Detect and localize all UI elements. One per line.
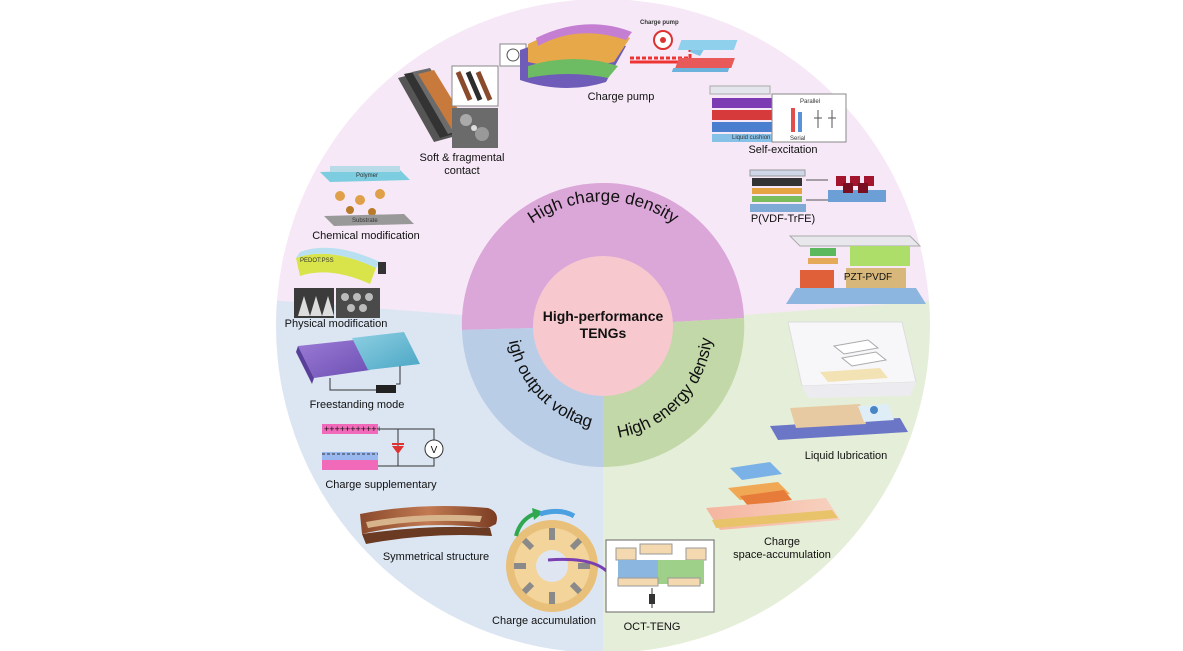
symmetrical-structure-illustration xyxy=(360,506,497,544)
charge-accumulation-illustration xyxy=(506,508,614,612)
middle-ring xyxy=(461,182,745,468)
label-oct-teng: OCT-TENG xyxy=(623,621,681,633)
label-physical-modification: Physical modification xyxy=(284,318,388,330)
svg-text:Polymer: Polymer xyxy=(356,173,378,179)
voltmeter-icon xyxy=(424,439,444,459)
soft-contact-illustration xyxy=(398,65,499,148)
pzt-pvdf-illustration: PZT-PVDF xyxy=(786,235,926,304)
charge-supplementary-illustration: +++++++++++ V xyxy=(322,424,444,470)
charge-pump-illustration: Charge pump xyxy=(499,20,738,89)
label-space-accumulation-2: space-accumulation xyxy=(733,549,831,561)
svg-text:V: V xyxy=(431,445,438,456)
liquid-lubrication-illustration xyxy=(770,321,917,440)
svg-text:+++++++++++: +++++++++++ xyxy=(324,424,382,434)
label-space-accumulation-1: Charge xyxy=(763,536,801,548)
label-liquid-lubrication: Liquid lubrication xyxy=(804,450,888,462)
svg-text:PEDOT:PSS: PEDOT:PSS xyxy=(300,258,334,264)
chemical-modification-illustration: Polymer Substrate xyxy=(320,166,414,226)
charge-space-accumulation-illustration xyxy=(706,462,840,530)
label-pvdf-trfe: P(VDF-TrFE) xyxy=(750,213,816,225)
svg-text:Liquid cushion: Liquid cushion xyxy=(732,135,770,141)
label-charge-accumulation: Charge accumulation xyxy=(492,615,596,627)
center-title-line2: TENGs xyxy=(580,325,627,341)
svg-text:Substrate: Substrate xyxy=(352,218,378,224)
pvdf-trfe-illustration xyxy=(749,169,886,212)
label-self-excitation: Self-excitation xyxy=(748,144,818,156)
label-soft-contact: Soft & fragmental contact xyxy=(419,152,505,177)
svg-text:PZT-PVDF: PZT-PVDF xyxy=(844,272,892,283)
label-charge-supplementary: Charge supplementary xyxy=(325,479,437,491)
label-chemical-modification: Chemical modification xyxy=(312,230,420,242)
center-title-line1: High-performance xyxy=(543,308,664,324)
label-charge-pump: Charge pump xyxy=(587,91,655,103)
core-circle xyxy=(533,256,673,396)
physical-modification-illustration: PEDOT:PSS xyxy=(294,247,386,318)
label-symmetrical-structure: Symmetrical structure xyxy=(382,551,490,563)
freestanding-mode-illustration xyxy=(296,332,420,393)
svg-text:Serial: Serial xyxy=(790,136,805,142)
oct-teng-illustration xyxy=(605,539,715,613)
self-excitation-illustration: Liquid cushion Parallel Serial xyxy=(709,85,847,143)
svg-text:Parallel: Parallel xyxy=(800,99,820,105)
svg-text:Charge pump: Charge pump xyxy=(640,20,679,26)
label-freestanding-mode: Freestanding mode xyxy=(309,399,405,411)
